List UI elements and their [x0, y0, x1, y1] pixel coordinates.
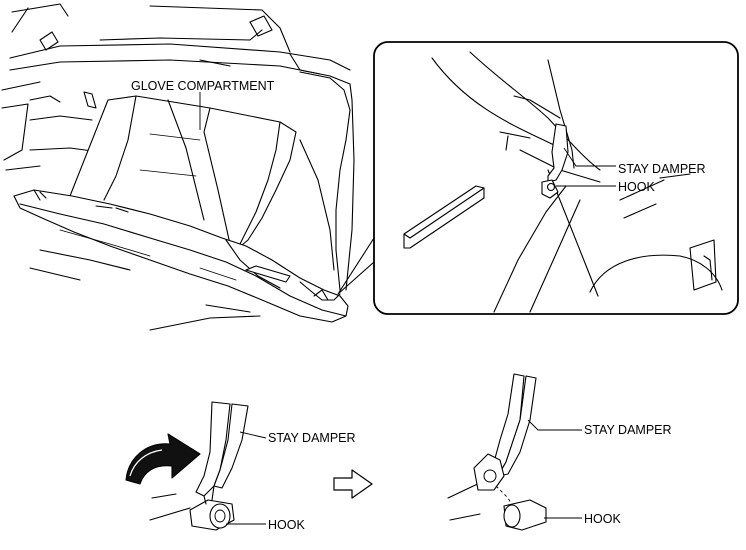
detail-stay-damper-label: STAY DAMPER: [618, 162, 706, 176]
detail-inset: [373, 41, 739, 315]
detail-callout-pointer: [337, 237, 375, 295]
right-arrow-icon: [333, 469, 373, 499]
dashboard-overview-illustration: [1, 3, 355, 331]
curved-arrow-icon: [125, 433, 201, 485]
step2-stay-damper-label: STAY DAMPER: [584, 423, 672, 437]
step2-illustration: [447, 373, 582, 531]
step1-hook-label: HOOK: [268, 518, 305, 532]
step2-hook-label: HOOK: [584, 512, 621, 526]
glove-compartment-label: GLOVE COMPARTMENT: [131, 79, 275, 93]
step1-illustration: [149, 401, 267, 531]
step1-stay-damper-label: STAY DAMPER: [268, 431, 356, 445]
detail-hook-label: HOOK: [618, 180, 655, 194]
